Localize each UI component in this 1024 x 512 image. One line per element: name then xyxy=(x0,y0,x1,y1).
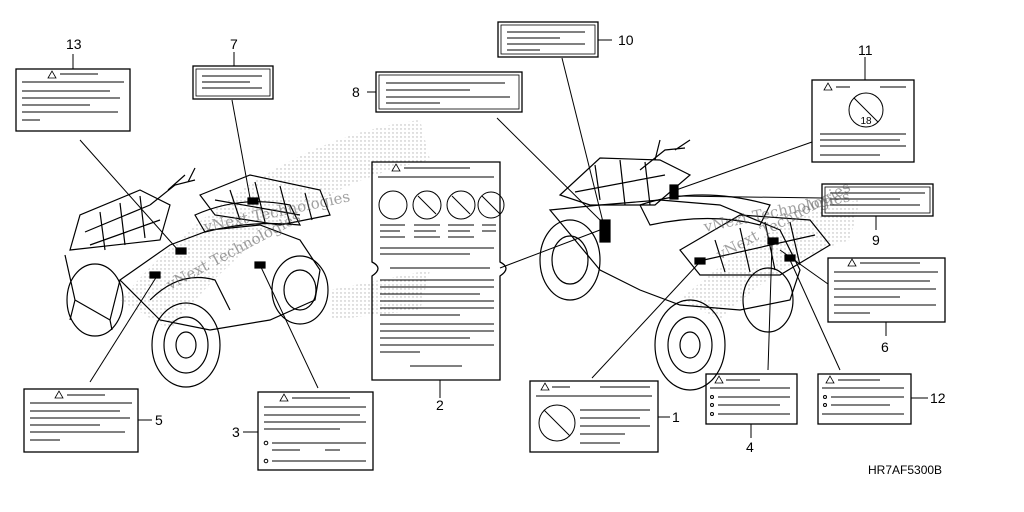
callout-3: 3 xyxy=(232,424,240,440)
label-8 xyxy=(375,71,523,113)
callout-2: 2 xyxy=(436,397,444,413)
callout-5: 5 xyxy=(155,412,163,428)
callout-9: 9 xyxy=(872,232,880,248)
callout-1: 1 xyxy=(672,409,680,425)
callout-8: 8 xyxy=(352,84,360,100)
label-3 xyxy=(257,391,374,471)
label-1 xyxy=(529,380,659,453)
atv-left-illustration xyxy=(64,167,331,388)
label-10 xyxy=(497,21,599,58)
callout-10: 10 xyxy=(618,32,634,48)
callout-13: 13 xyxy=(66,36,82,52)
callout-12: 12 xyxy=(930,390,946,406)
label-9 xyxy=(821,183,934,217)
label-4 xyxy=(705,373,798,425)
drawing-code: HR7AF5300B xyxy=(868,463,942,477)
label-6 xyxy=(827,257,946,323)
callout-11: 11 xyxy=(858,42,873,58)
label-12 xyxy=(817,373,912,425)
label-5 xyxy=(23,388,139,453)
label-2 xyxy=(371,161,507,381)
callout-4: 4 xyxy=(746,439,754,455)
label-13 xyxy=(15,68,131,132)
label-7 xyxy=(192,65,274,100)
label-11 xyxy=(811,79,915,163)
leader-lines xyxy=(72,39,928,438)
atv-right-illustration xyxy=(539,139,831,391)
label-11-age-badge: 18 xyxy=(860,116,872,127)
callout-7: 7 xyxy=(230,36,238,52)
callout-6: 6 xyxy=(881,339,889,355)
